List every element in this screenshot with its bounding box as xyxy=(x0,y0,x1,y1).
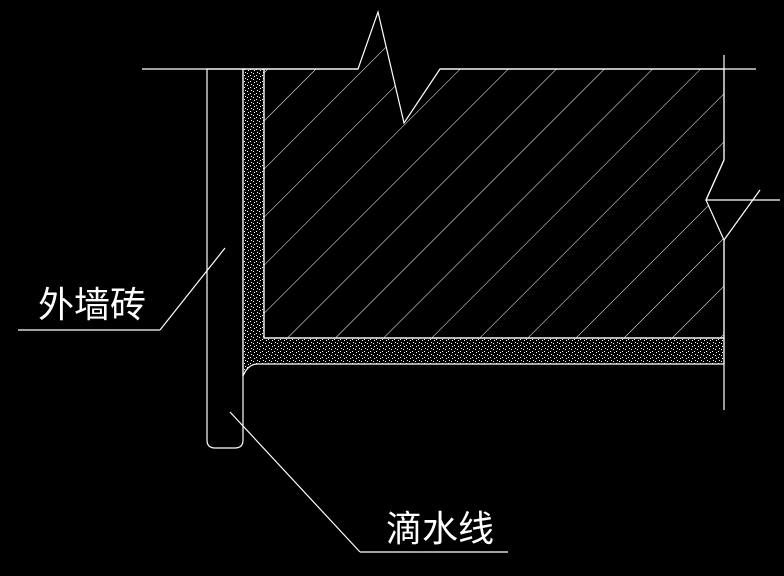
wall-tile-strip xyxy=(206,68,244,449)
leader-drip-line xyxy=(229,411,508,553)
drip-line-label: 滴水线 xyxy=(386,509,495,550)
wall-tile-label: 外墙砖 xyxy=(38,285,147,326)
hatched-concrete-section xyxy=(263,9,725,339)
break-line-right xyxy=(705,55,780,410)
leader-wall-tile xyxy=(18,247,226,331)
plaster-layer xyxy=(242,68,725,377)
